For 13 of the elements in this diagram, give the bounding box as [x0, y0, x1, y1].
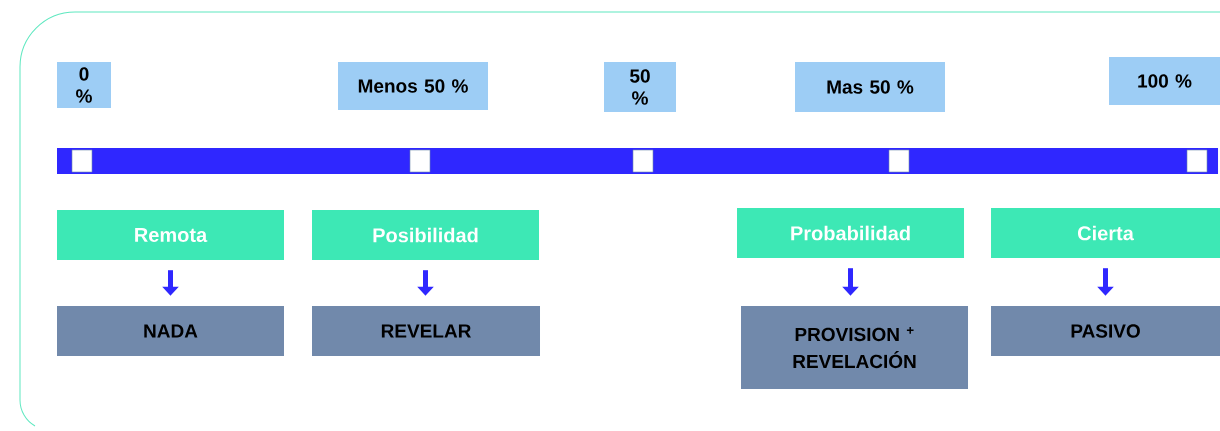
category-box: Probabilidad — [737, 208, 964, 258]
action-box: PROVISION $^{+}$ REVELACIÓN — [741, 306, 968, 389]
action-box: REVELAR — [312, 306, 540, 356]
category-box: Remota — [57, 210, 284, 260]
percentage-box: Menos 50 % — [338, 62, 488, 110]
percentage-box: Mas 50 % — [795, 62, 945, 112]
action-box: PASIVO — [991, 306, 1220, 356]
category-box: Cierta — [991, 208, 1220, 258]
percentage-box: 50 % — [604, 62, 676, 112]
percentage-box: 100 % — [1109, 57, 1220, 105]
action-box: NADA — [57, 306, 284, 356]
category-box: Posibilidad — [312, 210, 539, 260]
percentage-box: 0 % — [57, 62, 111, 108]
